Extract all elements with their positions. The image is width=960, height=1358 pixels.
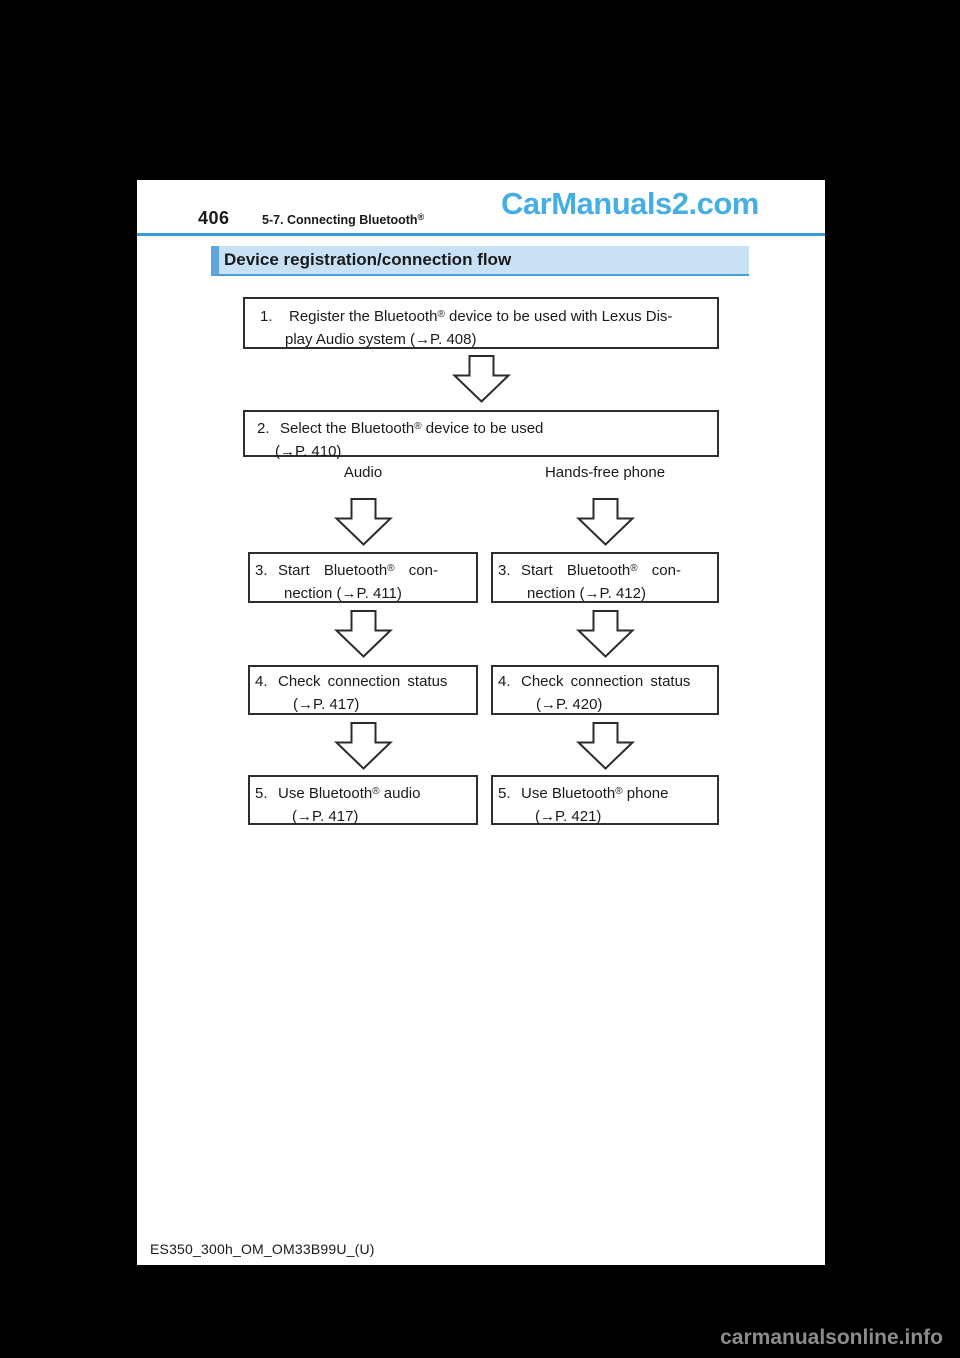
chapter-title-text: 5-7. Connecting Bluetooth xyxy=(262,213,418,227)
step5-number: 5. xyxy=(498,785,511,802)
down-arrow-icon xyxy=(576,722,635,770)
step3-line2: nection (→P. 412) xyxy=(527,585,646,602)
bottom-watermark: carmanualsonline.info xyxy=(720,1326,943,1349)
step4-text: Check connection status xyxy=(278,673,448,690)
flow-box-step5-phone: 5. Use Bluetooth® phone (→P. 421) xyxy=(491,775,719,825)
registered-mark: ® xyxy=(372,786,380,797)
flow-box-step3-phone: 3. Start Bluetooth® con- nection (→P. 412… xyxy=(491,552,719,603)
flow-box-step5-audio: 5. Use Bluetooth® audio (→P. 417) xyxy=(248,775,478,825)
registered-mark: ® xyxy=(615,786,623,797)
step3-number: 3. xyxy=(255,562,268,579)
branch-label-audio: Audio xyxy=(343,464,383,481)
branch-label-handsfree-phone: Hands-free phone xyxy=(544,464,666,481)
step3-text-cont: con- xyxy=(394,562,438,579)
step4-text: Check connection status xyxy=(521,673,691,690)
footer-document-code: ES350_300h_OM_OM33B99U_(U) xyxy=(150,1241,375,1257)
flow-box-step3-audio: 3. Start Bluetooth® con- nection (→P. 411… xyxy=(248,552,478,603)
flow-box-step4-phone: 4. Check connection status (→P. 420) xyxy=(491,665,719,715)
header-divider-rule xyxy=(137,233,825,236)
step2-number: 2. xyxy=(257,420,270,437)
step2-line2: (→P. 410) xyxy=(275,443,342,460)
step5-text: Use Bluetooth xyxy=(278,785,373,802)
step5-text-cont: audio xyxy=(379,785,421,802)
step2-line1: 2. Select the Bluetooth® device to be use… xyxy=(245,415,717,440)
step5-text-cont: phone xyxy=(622,785,669,802)
step4-number: 4. xyxy=(498,673,511,690)
flow-box-step2: 2. Select the Bluetooth® device to be use… xyxy=(243,410,719,460)
section-title-bar: Device registration/connection flow xyxy=(211,246,749,276)
down-arrow-icon xyxy=(452,355,511,403)
registered-mark: ® xyxy=(387,563,395,574)
registered-mark: ® xyxy=(417,212,425,222)
step1-text-cont: device to be used with Lexus Dis- xyxy=(444,308,673,325)
down-arrow-icon xyxy=(334,498,393,546)
registered-mark: ® xyxy=(630,563,638,574)
step2-text: Select the Bluetooth xyxy=(280,420,415,437)
step1-text: Register the Bluetooth xyxy=(289,308,438,325)
step5-number: 5. xyxy=(255,785,268,802)
down-arrow-icon xyxy=(576,498,635,546)
step5-line2: (→P. 421) xyxy=(535,808,602,825)
step3-text: Start Bluetooth xyxy=(278,562,388,579)
step1-line1: 1. Register the Bluetooth® device to be u… xyxy=(245,303,717,328)
down-arrow-icon xyxy=(334,610,393,658)
step4-line1: 4. Check connection status xyxy=(250,670,476,693)
manual-page: 406 5-7. Connecting Bluetooth® CarManual… xyxy=(137,180,825,1265)
chapter-title: 5-7. Connecting Bluetooth® xyxy=(262,212,424,227)
step4-line2: (→P. 417) xyxy=(293,696,360,713)
step5-line1: 5. Use Bluetooth® audio xyxy=(250,780,476,805)
page-number: 406 xyxy=(198,208,230,228)
step1-number: 1. xyxy=(260,308,273,325)
top-watermark: CarManuals2.com xyxy=(501,186,759,221)
step4-number: 4. xyxy=(255,673,268,690)
step5-line1: 5. Use Bluetooth® phone xyxy=(493,780,717,805)
flow-box-step4-audio: 4. Check connection status (→P. 417) xyxy=(248,665,478,715)
step4-line1: 4. Check connection status xyxy=(493,670,717,693)
step3-line1: 3. Start Bluetooth® con- xyxy=(250,557,476,582)
registered-mark: ® xyxy=(437,309,445,320)
flow-box-step1: 1. Register the Bluetooth® device to be u… xyxy=(243,297,719,349)
step3-text: Start Bluetooth xyxy=(521,562,631,579)
step3-text-cont: con- xyxy=(637,562,681,579)
step3-line1: 3. Start Bluetooth® con- xyxy=(493,557,717,582)
step2-text-cont: device to be used xyxy=(421,420,544,437)
step4-line2: (→P. 420) xyxy=(536,696,603,713)
section-title: Device registration/connection flow xyxy=(224,250,512,269)
down-arrow-icon xyxy=(334,722,393,770)
step1-line2: play Audio system (→P. 408) xyxy=(285,331,477,348)
step3-number: 3. xyxy=(498,562,511,579)
down-arrow-icon xyxy=(576,610,635,658)
registered-mark: ® xyxy=(414,421,422,432)
step5-text: Use Bluetooth xyxy=(521,785,616,802)
step3-line2: nection (→P. 411) xyxy=(284,585,402,602)
step5-line2: (→P. 417) xyxy=(292,808,359,825)
